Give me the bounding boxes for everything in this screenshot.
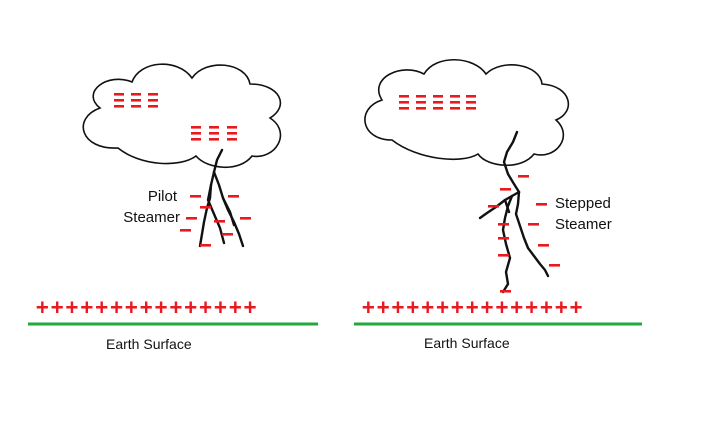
left-panel bbox=[28, 63, 318, 326]
pilot-streamer-label-line1: Pilot bbox=[147, 188, 177, 205]
pilot-streamer-label: Pilot Steamer bbox=[112, 186, 180, 228]
pilot-streamer-label-line2: Steamer bbox=[123, 209, 180, 226]
stepped-streamer-label: Stepped Steamer bbox=[555, 193, 612, 235]
stepped-streamer-label-line1: Stepped bbox=[555, 195, 611, 212]
ground-charges-right: +++++++++++++++ bbox=[362, 295, 585, 319]
streamer-charges-right bbox=[488, 175, 560, 293]
cloud-right bbox=[364, 58, 570, 166]
stepped-streamer-label-line2: Steamer bbox=[555, 216, 612, 233]
cloud-charges-left bbox=[114, 93, 237, 141]
earth-surface-label-right: Earth Surface bbox=[424, 335, 510, 351]
earth-surface-label-left: Earth Surface bbox=[106, 336, 192, 352]
ground-charges-left: +++++++++++++++ bbox=[36, 295, 259, 319]
stepped-streamer-lightning bbox=[478, 130, 550, 294]
cloud-left bbox=[82, 63, 282, 168]
pilot-streamer-lightning bbox=[198, 148, 245, 248]
right-panel bbox=[354, 58, 642, 326]
streamer-charges-left bbox=[180, 195, 251, 247]
cloud-charges-right bbox=[399, 95, 476, 110]
